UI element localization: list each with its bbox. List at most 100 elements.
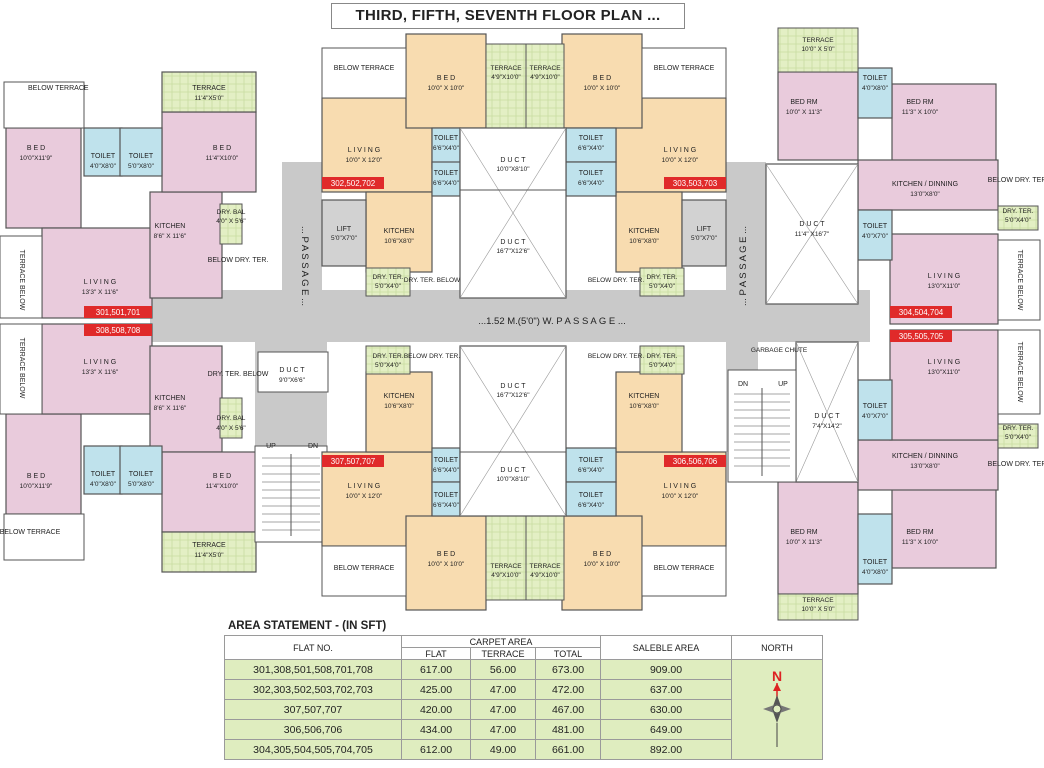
label-kitchen-303: KITCHEN <box>629 228 660 235</box>
dim-living-307: 10'0" X 12'0" <box>346 493 383 500</box>
dim-bed-302: 10'0" X 10'0" <box>428 85 465 92</box>
flat-308-block <box>0 323 329 573</box>
label-toilet-302b: TOILET <box>434 170 459 177</box>
svg-text:304,504,704: 304,504,704 <box>899 308 944 317</box>
label-dryter-302: DRY. TER. <box>372 274 403 281</box>
label-lift-302: LIFT <box>337 226 352 233</box>
label-bedrm-304b: BED RM <box>906 99 933 106</box>
label-terrace-left-top: TERRACE <box>192 85 226 92</box>
table-row: 302,303,502,503,702,703 425.00 47.00 472… <box>224 679 823 700</box>
label-dryter-307: DRY. TER. <box>372 353 403 360</box>
dim-bedrm-304b: 11'3" X 10'0" <box>902 109 939 116</box>
svg-text:307,507,707: 307,507,707 <box>331 457 376 466</box>
area-statement-table: FLAT NO. CARPET AREA SALEBLE AREA NORTH … <box>224 635 823 760</box>
label-dryter-305: DRY. TER. <box>1002 425 1033 432</box>
dim-toilet-304b: 4'0"X7'0" <box>862 233 889 240</box>
label-bed-301b: B E D <box>213 145 231 152</box>
dim-living-305: 13'0"X11'0" <box>928 369 961 376</box>
cell-saleble: 637.00 <box>600 679 732 700</box>
label-terrace-below-308: TERRACE BELOW <box>18 338 25 399</box>
label-belowdryter-303: BELOW DRY. TER. <box>588 277 645 284</box>
label-terrace-left-bottom: TERRACE <box>192 542 226 549</box>
label-drybal-301: DRY. BAL <box>217 209 246 216</box>
label-duct-ct1: D U C T <box>500 157 526 164</box>
dim-living-301: 13'3" X 11'6" <box>82 289 119 296</box>
dim-kitchen-303: 10'6"X8'0" <box>629 238 659 245</box>
flat-tag-308: 308,508,708 <box>84 324 152 336</box>
dim-bed-308b: 11'4"X10'0" <box>206 483 239 490</box>
cell-saleble: 649.00 <box>600 719 732 740</box>
cell-flat: 420.00 <box>401 699 471 720</box>
dim-dryter-305: 5'0"X4'0" <box>1005 434 1032 441</box>
header-flat: FLAT <box>401 647 471 660</box>
dim-duct-r2: 7'4"X14'2" <box>812 423 842 430</box>
cell-flat-no: 302,303,502,503,702,703 <box>224 679 402 700</box>
dim-terrace-303: 4'9"X10'0" <box>530 74 560 81</box>
flat-tag-301: 301,501,701 <box>84 306 152 318</box>
flat-tag-305: 305,505,705 <box>890 330 952 342</box>
cell-total: 661.00 <box>535 739 601 760</box>
label-toilet-307a: TOILET <box>434 457 459 464</box>
dim-toilet-308b: 5'0"X8'0" <box>128 481 155 488</box>
right-staircase <box>727 369 797 483</box>
dim-bed-303: 10'0" X 10'0" <box>584 85 621 92</box>
label-toilet-303a: TOILET <box>579 135 604 142</box>
label-kitchen-302: KITCHEN <box>384 228 415 235</box>
duct-center-top <box>459 127 567 299</box>
flat-305-block <box>777 329 1041 621</box>
header-saleble-area: SALEBLE AREA <box>600 635 732 660</box>
label-below-terrace-tl: BELOW TERRACE <box>28 85 89 92</box>
flat-304-block <box>765 27 1041 325</box>
dim-terrace-305: 10'0" X 5'0" <box>801 606 835 613</box>
dim-kitchen-306: 10'6"X8'0" <box>629 403 659 410</box>
dim-kitchen-304: 13'0"X8'0" <box>910 191 940 198</box>
label-below-terrace-302: BELOW TERRACE <box>334 65 395 72</box>
label-kitchen-301: KITCHEN <box>155 223 186 230</box>
label-terrace-below-301: TERRACE BELOW <box>18 250 25 311</box>
label-kitchen-308: KITCHEN <box>155 395 186 402</box>
cell-terrace: 47.00 <box>470 699 536 720</box>
dim-toilet-301a: 4'0"X8'0" <box>90 163 117 170</box>
label-toilet-301a: TOILET <box>91 153 116 160</box>
label-duct-r1: D U C T <box>799 221 825 228</box>
dim-toilet-301b: 5'0"X8'0" <box>128 163 155 170</box>
label-bed-306: B E D <box>593 551 611 558</box>
dim-bed-301: 10'0"X11'9" <box>20 155 53 162</box>
cell-saleble: 630.00 <box>600 699 732 720</box>
label-bed-308: B E D <box>27 473 45 480</box>
dim-bed-301b: 11'4"X10'0" <box>206 155 239 162</box>
label-duct-r2: D U C T <box>814 413 840 420</box>
dim-bedrm-305b: 11'3" X 10'0" <box>902 539 939 546</box>
cell-total: 481.00 <box>535 719 601 740</box>
dim-living-308: 13'3" X 11'6" <box>82 369 119 376</box>
dim-dryter-307: 5'0"X4'0" <box>375 362 402 369</box>
dim-toilet-307b: 6'6"X4'0" <box>433 502 460 509</box>
label-below-terrace-303: BELOW TERRACE <box>654 65 715 72</box>
flat-tag-304: 304,504,704 <box>890 306 952 318</box>
label-toilet-301b: TOILET <box>129 153 154 160</box>
header-terrace: TERRACE <box>470 647 536 660</box>
dim-toilet-303b: 6'6"X4'0" <box>578 180 605 187</box>
dim-lift-302: 5'0"X7'0" <box>331 235 358 242</box>
dim-living-302: 10'0" X 12'0" <box>346 157 383 164</box>
dim-duct-r1: 11'4" X16'7" <box>795 231 830 238</box>
label-terrace-below-305: TERRACE BELOW <box>1016 342 1023 403</box>
label-lift-303: LIFT <box>697 226 712 233</box>
flat-306-block <box>525 345 727 611</box>
cell-flat-no: 307,507,707 <box>224 699 402 720</box>
label-toilet-304b: TOILET <box>863 223 888 230</box>
label-up-left: UP <box>266 443 276 450</box>
label-toilet-306a: TOILET <box>579 457 604 464</box>
label-duct-ct2: D U C T <box>500 239 526 246</box>
cell-terrace: 56.00 <box>470 659 536 680</box>
dim-toilet-305b: 4'0"X8'0" <box>862 569 889 576</box>
label-living-305: L I V I N G <box>928 359 960 366</box>
header-flat-no: FLAT NO. <box>224 635 402 660</box>
header-carpet-area: CARPET AREA <box>401 635 601 648</box>
label-living-303: L I V I N G <box>664 147 696 154</box>
label-duct-left: D U C T <box>279 367 305 374</box>
cell-terrace: 49.00 <box>470 739 536 760</box>
svg-text:302,502,702: 302,502,702 <box>331 179 376 188</box>
label-bed-308b: B E D <box>213 473 231 480</box>
